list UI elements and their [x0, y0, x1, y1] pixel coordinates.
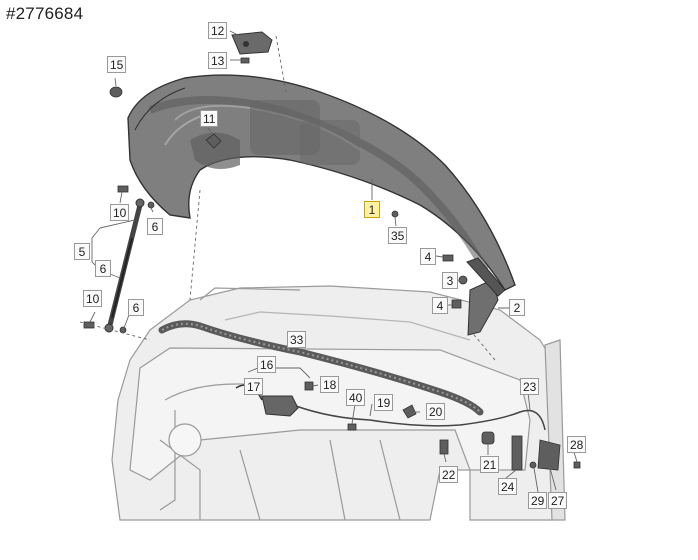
callout-20: 20 — [426, 403, 446, 420]
callout-24: 24 — [498, 478, 518, 495]
callout-15: 15 — [107, 56, 127, 73]
callout-10: 10 — [83, 290, 103, 307]
document-id: #2776684 — [6, 4, 84, 23]
callout-17: 17 — [244, 378, 264, 395]
callout-22: 22 — [439, 466, 459, 483]
callout-2: 2 — [509, 299, 525, 316]
callout-10: 10 — [110, 204, 130, 221]
callout-19: 19 — [374, 394, 394, 411]
small-fasteners — [83, 57, 581, 471]
callout-23: 23 — [520, 378, 540, 395]
callout-28: 28 — [567, 436, 587, 453]
callout-6: 6 — [147, 218, 163, 235]
callout-21: 21 — [480, 456, 500, 473]
callout-5: 5 — [74, 243, 90, 260]
callout-16: 16 — [257, 356, 277, 373]
callout-12: 12 — [208, 22, 228, 39]
latch-bracket-12 — [231, 31, 273, 55]
engine-bay-body — [111, 285, 566, 521]
callout-4: 4 — [420, 248, 436, 265]
hood-panel — [127, 74, 516, 291]
callout-6: 6 — [128, 299, 144, 316]
callout-1: 1 — [364, 201, 380, 218]
callout-18: 18 — [320, 376, 340, 393]
release-cable — [295, 405, 546, 431]
callout-35: 35 — [388, 227, 408, 244]
callout-4: 4 — [432, 297, 448, 314]
callout-11: 11 — [200, 110, 219, 127]
callout-3: 3 — [442, 272, 458, 289]
callout-27: 27 — [548, 492, 568, 509]
hood-hinge — [466, 257, 506, 336]
callout-29: 29 — [528, 492, 548, 509]
callout-33: 33 — [287, 331, 307, 348]
callout-40: 40 — [346, 389, 366, 406]
callout-6: 6 — [95, 260, 111, 277]
callout-13: 13 — [208, 52, 228, 69]
gas-strut — [104, 198, 145, 333]
